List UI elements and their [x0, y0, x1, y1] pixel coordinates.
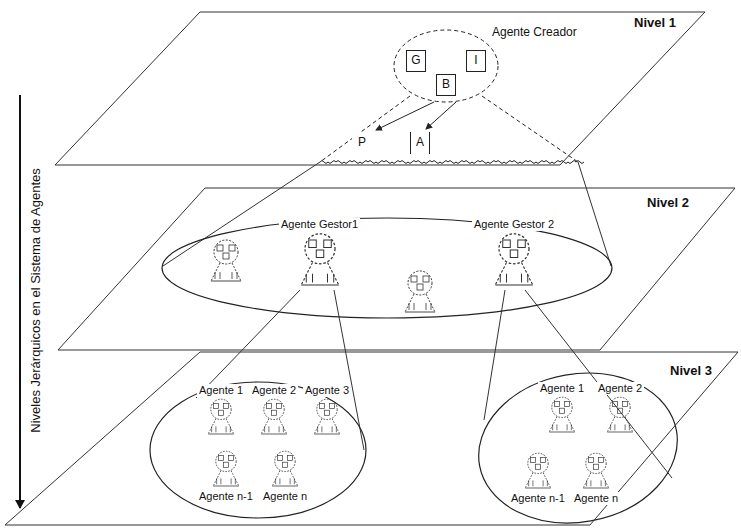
- agent: Agente 3: [303, 384, 351, 436]
- agent-figure: [489, 232, 539, 288]
- agent-figure: [521, 452, 555, 490]
- agent-figure: [525, 453, 551, 488]
- agent: Agente n: [572, 452, 620, 505]
- level-plane: Nivel 1 Agente CreadorG I B P A: [50, 10, 710, 170]
- agent-name: Agente 1: [197, 384, 245, 397]
- hierarchy-arrow: [19, 95, 21, 508]
- agent-figure: [213, 451, 239, 486]
- agent-figure: [209, 450, 243, 488]
- agent: Agente n-1: [509, 452, 567, 505]
- part-letter: B: [442, 78, 450, 92]
- agent-name: Agente 2: [250, 384, 298, 397]
- level-label: Nivel 3: [668, 364, 714, 379]
- part-letter: G: [411, 54, 420, 68]
- agent: Agente 1: [197, 384, 245, 436]
- plane-outline: [3, 350, 740, 528]
- agent-name: Agente Creador: [490, 26, 579, 40]
- part-letter: I: [474, 54, 477, 68]
- agent-figure: [579, 452, 613, 490]
- agent-figure: [314, 399, 340, 434]
- agent-outline: [320, 96, 578, 162]
- level-label: Nivel 2: [645, 196, 691, 211]
- cone-line: [484, 290, 505, 420]
- agent: Agente 2: [596, 382, 644, 434]
- agent-name: Agente 2: [596, 382, 644, 395]
- agent-figure: [405, 271, 435, 312]
- manager-agent: Agente Gestor1: [279, 218, 360, 288]
- part-letter: A: [416, 136, 424, 150]
- agent-outline: [394, 30, 498, 102]
- group-ellipse: [162, 218, 612, 318]
- level-plane: Nivel 2 Agente Gestor1 Agente Gestor 2: [55, 186, 739, 352]
- agent-part-box: P: [352, 132, 372, 154]
- agent-figure: [301, 233, 339, 284]
- agent-figure: [208, 399, 234, 434]
- agent-name: Agente Gestor 2: [472, 218, 556, 231]
- agent-figure: [310, 398, 344, 436]
- plane-outline: [50, 10, 710, 170]
- plane-outline: [5, 352, 738, 525]
- agent: Agente 2: [250, 384, 298, 436]
- plane-outline: [55, 12, 705, 165]
- agent-figure: [603, 396, 637, 434]
- link-lines: [163, 162, 672, 478]
- agent-figure: [549, 397, 575, 432]
- plane-outline: [55, 186, 739, 352]
- agent-figure: [268, 450, 302, 488]
- agent-outline: [426, 102, 456, 129]
- agent-name: Agente Gestor1: [279, 218, 360, 231]
- agent-figure: [257, 398, 291, 436]
- agent: Agente n-1: [197, 450, 255, 503]
- agent-figure: [261, 399, 287, 434]
- level-label: Nivel 1: [632, 16, 678, 31]
- part-letter: P: [358, 136, 366, 150]
- agent-part-box: B: [436, 74, 456, 96]
- creator-agent: Agente CreadorG I B P A: [310, 24, 590, 166]
- agent-figure: [495, 233, 533, 284]
- cone-line: [525, 290, 672, 478]
- agent-figure: [295, 232, 345, 288]
- agent: Agente 1: [538, 382, 586, 434]
- agent-name: Agente 1: [538, 382, 586, 395]
- agent-name: Agente n: [261, 490, 309, 503]
- agent-name: Agente n: [572, 492, 620, 505]
- agent-figure: [545, 396, 579, 434]
- group-ellipse: [467, 358, 690, 530]
- axis-label: Niveles Jerárquicos en el Sistema de Age…: [29, 166, 44, 434]
- level-plane: Nivel 3 Agente 1 Agente 2 Agente 3 Agente n-…: [3, 350, 740, 528]
- agent-figure: [607, 397, 633, 432]
- agent-figure: [204, 398, 238, 436]
- group-ellipse: [150, 382, 366, 518]
- agent-name: Agente n-1: [509, 492, 567, 505]
- manager-agent: Agente Gestor 2: [472, 218, 556, 288]
- agent-figure: [211, 240, 241, 281]
- agent-outline: [320, 161, 584, 164]
- agent-name: Agente n-1: [197, 490, 255, 503]
- agent: Agente n: [261, 450, 309, 503]
- agent-figure: [272, 451, 298, 486]
- cone-line: [163, 162, 320, 266]
- agent-name: Agente 3: [303, 384, 351, 397]
- agent-part-box: A: [410, 132, 430, 154]
- plane-outline: [58, 188, 735, 350]
- cone-line: [578, 162, 611, 266]
- agent-part-box: G: [406, 50, 426, 72]
- agent-part-box: I: [466, 50, 486, 72]
- agent-figure: [583, 453, 609, 488]
- agent-outline: [376, 102, 434, 130]
